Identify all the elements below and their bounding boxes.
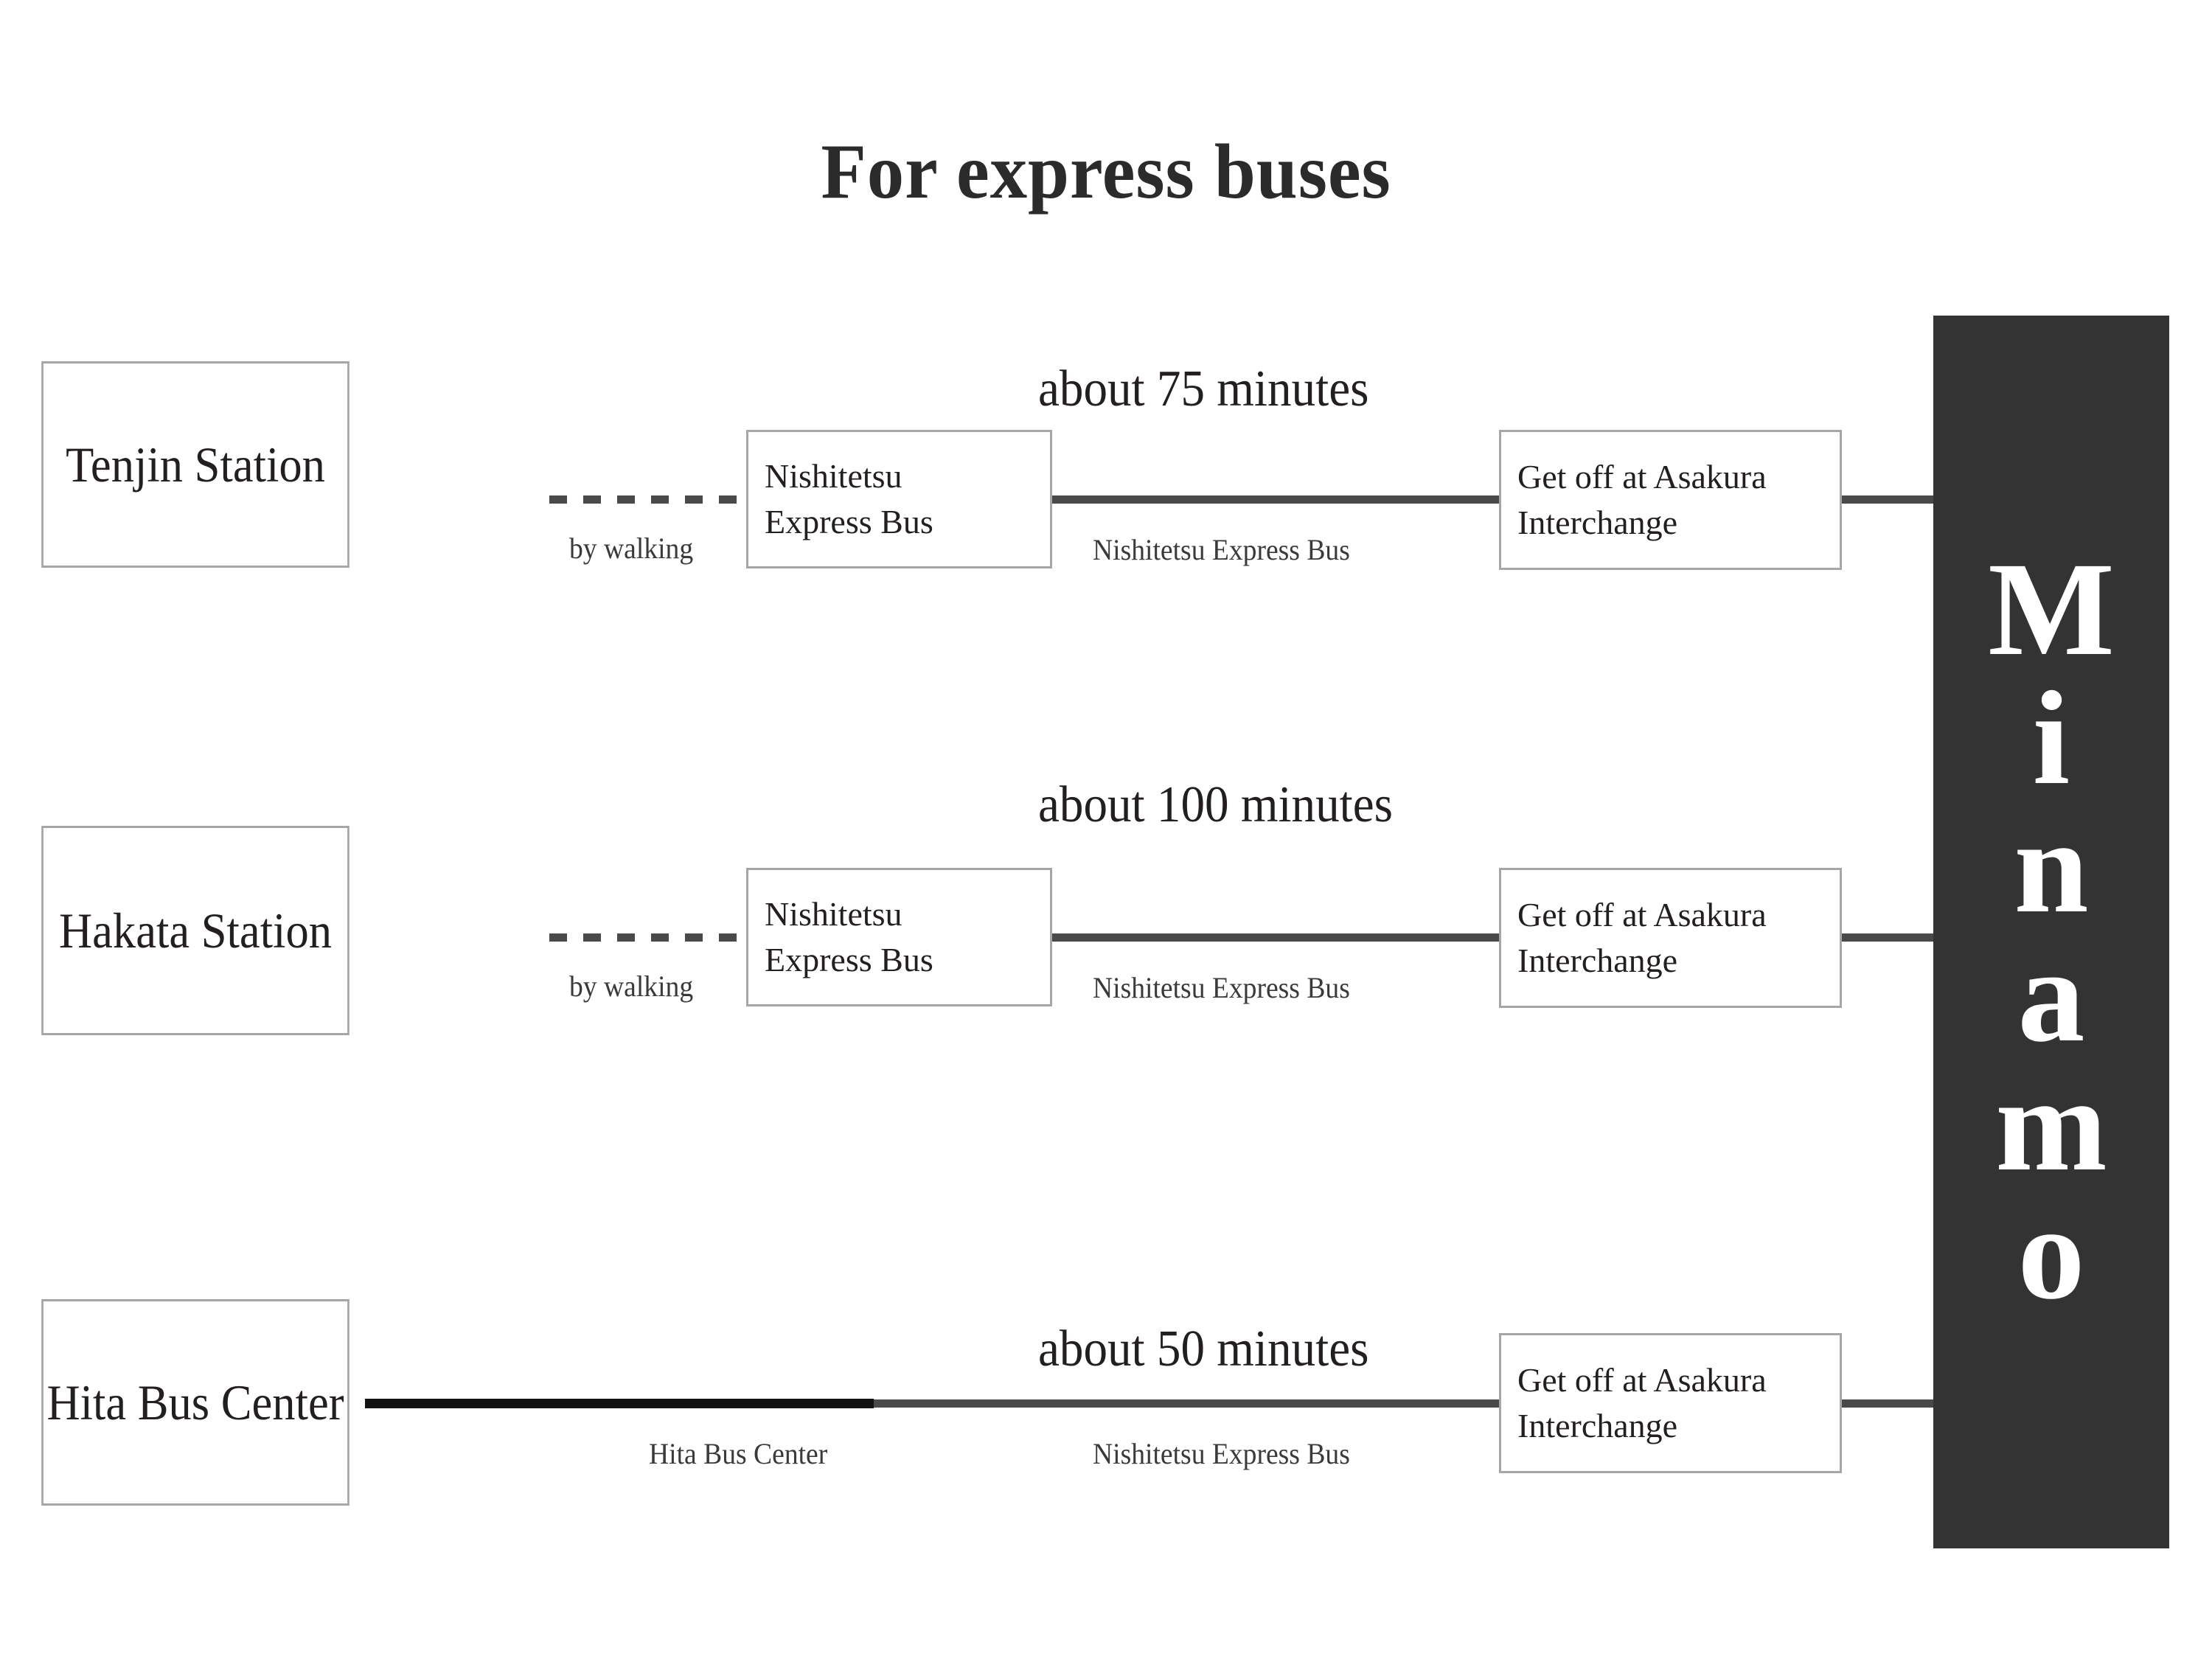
hita-caption-row3: Hita Bus Center: [649, 1437, 828, 1470]
hita-bus-connector-row3: [365, 1399, 874, 1408]
transfer-box-row2-line2: Express Bus: [765, 941, 933, 978]
minamo-letter-1: i: [2032, 664, 2070, 813]
arrival-box-row3-line1: Get off at Asakura: [1517, 1361, 1767, 1399]
walk-connector-row2: [549, 933, 748, 942]
arrival-box-row1-line1: Get off at Asakura: [1517, 458, 1767, 496]
bus-caption-row1: Nishitetsu Express Bus: [1093, 533, 1350, 566]
duration-row2: about 100 minutes: [1038, 776, 1393, 833]
bus-connector-row1: [1052, 495, 1502, 504]
arrival-to-destination-connector-row3: [1839, 1399, 1942, 1408]
bus-caption-row2: Nishitetsu Express Bus: [1093, 971, 1350, 1004]
transfer-box-row1: Nishitetsu Express Bus: [746, 430, 1052, 568]
arrival-to-destination-connector-row2: [1839, 933, 1942, 942]
arrival-box-row2-line1: Get off at Asakura: [1517, 896, 1767, 934]
bus-connector-row3: [874, 1399, 1504, 1408]
transfer-box-row1-line1: Nishitetsu: [765, 457, 902, 495]
minamo-letter-3: a: [2017, 922, 2085, 1070]
walk-caption-row2: by walking: [569, 970, 694, 1003]
transfer-box-row2: Nishitetsu Express Bus: [746, 868, 1052, 1006]
walk-caption-row1: by walking: [569, 532, 694, 565]
minamo-letter-0: M: [1988, 535, 2115, 684]
bus-connector-row2: [1052, 933, 1502, 942]
duration-row1: about 75 minutes: [1038, 361, 1369, 417]
arrival-box-row1: Get off at Asakura Interchange: [1499, 430, 1842, 570]
arrival-box-row3-line2: Interchange: [1517, 1407, 1678, 1444]
origin-label-hakata: Hakata Station: [58, 902, 333, 959]
arrival-box-row2-line2: Interchange: [1517, 942, 1678, 979]
origin-box-tenjin: Tenjin Station: [41, 361, 349, 568]
origin-label-hita: Hita Bus Center: [46, 1374, 344, 1430]
minamo-letter-5: o: [2017, 1179, 2085, 1328]
arrival-box-row2: Get off at Asakura Interchange: [1499, 868, 1842, 1008]
walk-connector-row1: [549, 495, 748, 504]
duration-row3: about 50 minutes: [1038, 1321, 1369, 1377]
destination-bar-minamo: M i n a m o: [1933, 316, 2169, 1548]
origin-label-tenjin: Tenjin Station: [66, 436, 325, 493]
minamo-letter-2: n: [2014, 793, 2089, 942]
transfer-box-row1-line2: Express Bus: [765, 503, 933, 540]
page-title: For express buses: [821, 128, 1391, 215]
origin-box-hita: Hita Bus Center: [41, 1299, 349, 1506]
arrival-to-destination-connector-row1: [1839, 495, 1942, 504]
arrival-box-row1-line2: Interchange: [1517, 504, 1678, 541]
arrival-box-row3: Get off at Asakura Interchange: [1499, 1333, 1842, 1473]
transfer-box-row2-line1: Nishitetsu: [765, 895, 902, 933]
origin-box-hakata: Hakata Station: [41, 826, 349, 1035]
destination-label-minamo: M i n a m o: [1988, 535, 2115, 1328]
minamo-letter-4: m: [1995, 1050, 2107, 1199]
bus-caption-row3: Nishitetsu Express Bus: [1093, 1437, 1350, 1470]
